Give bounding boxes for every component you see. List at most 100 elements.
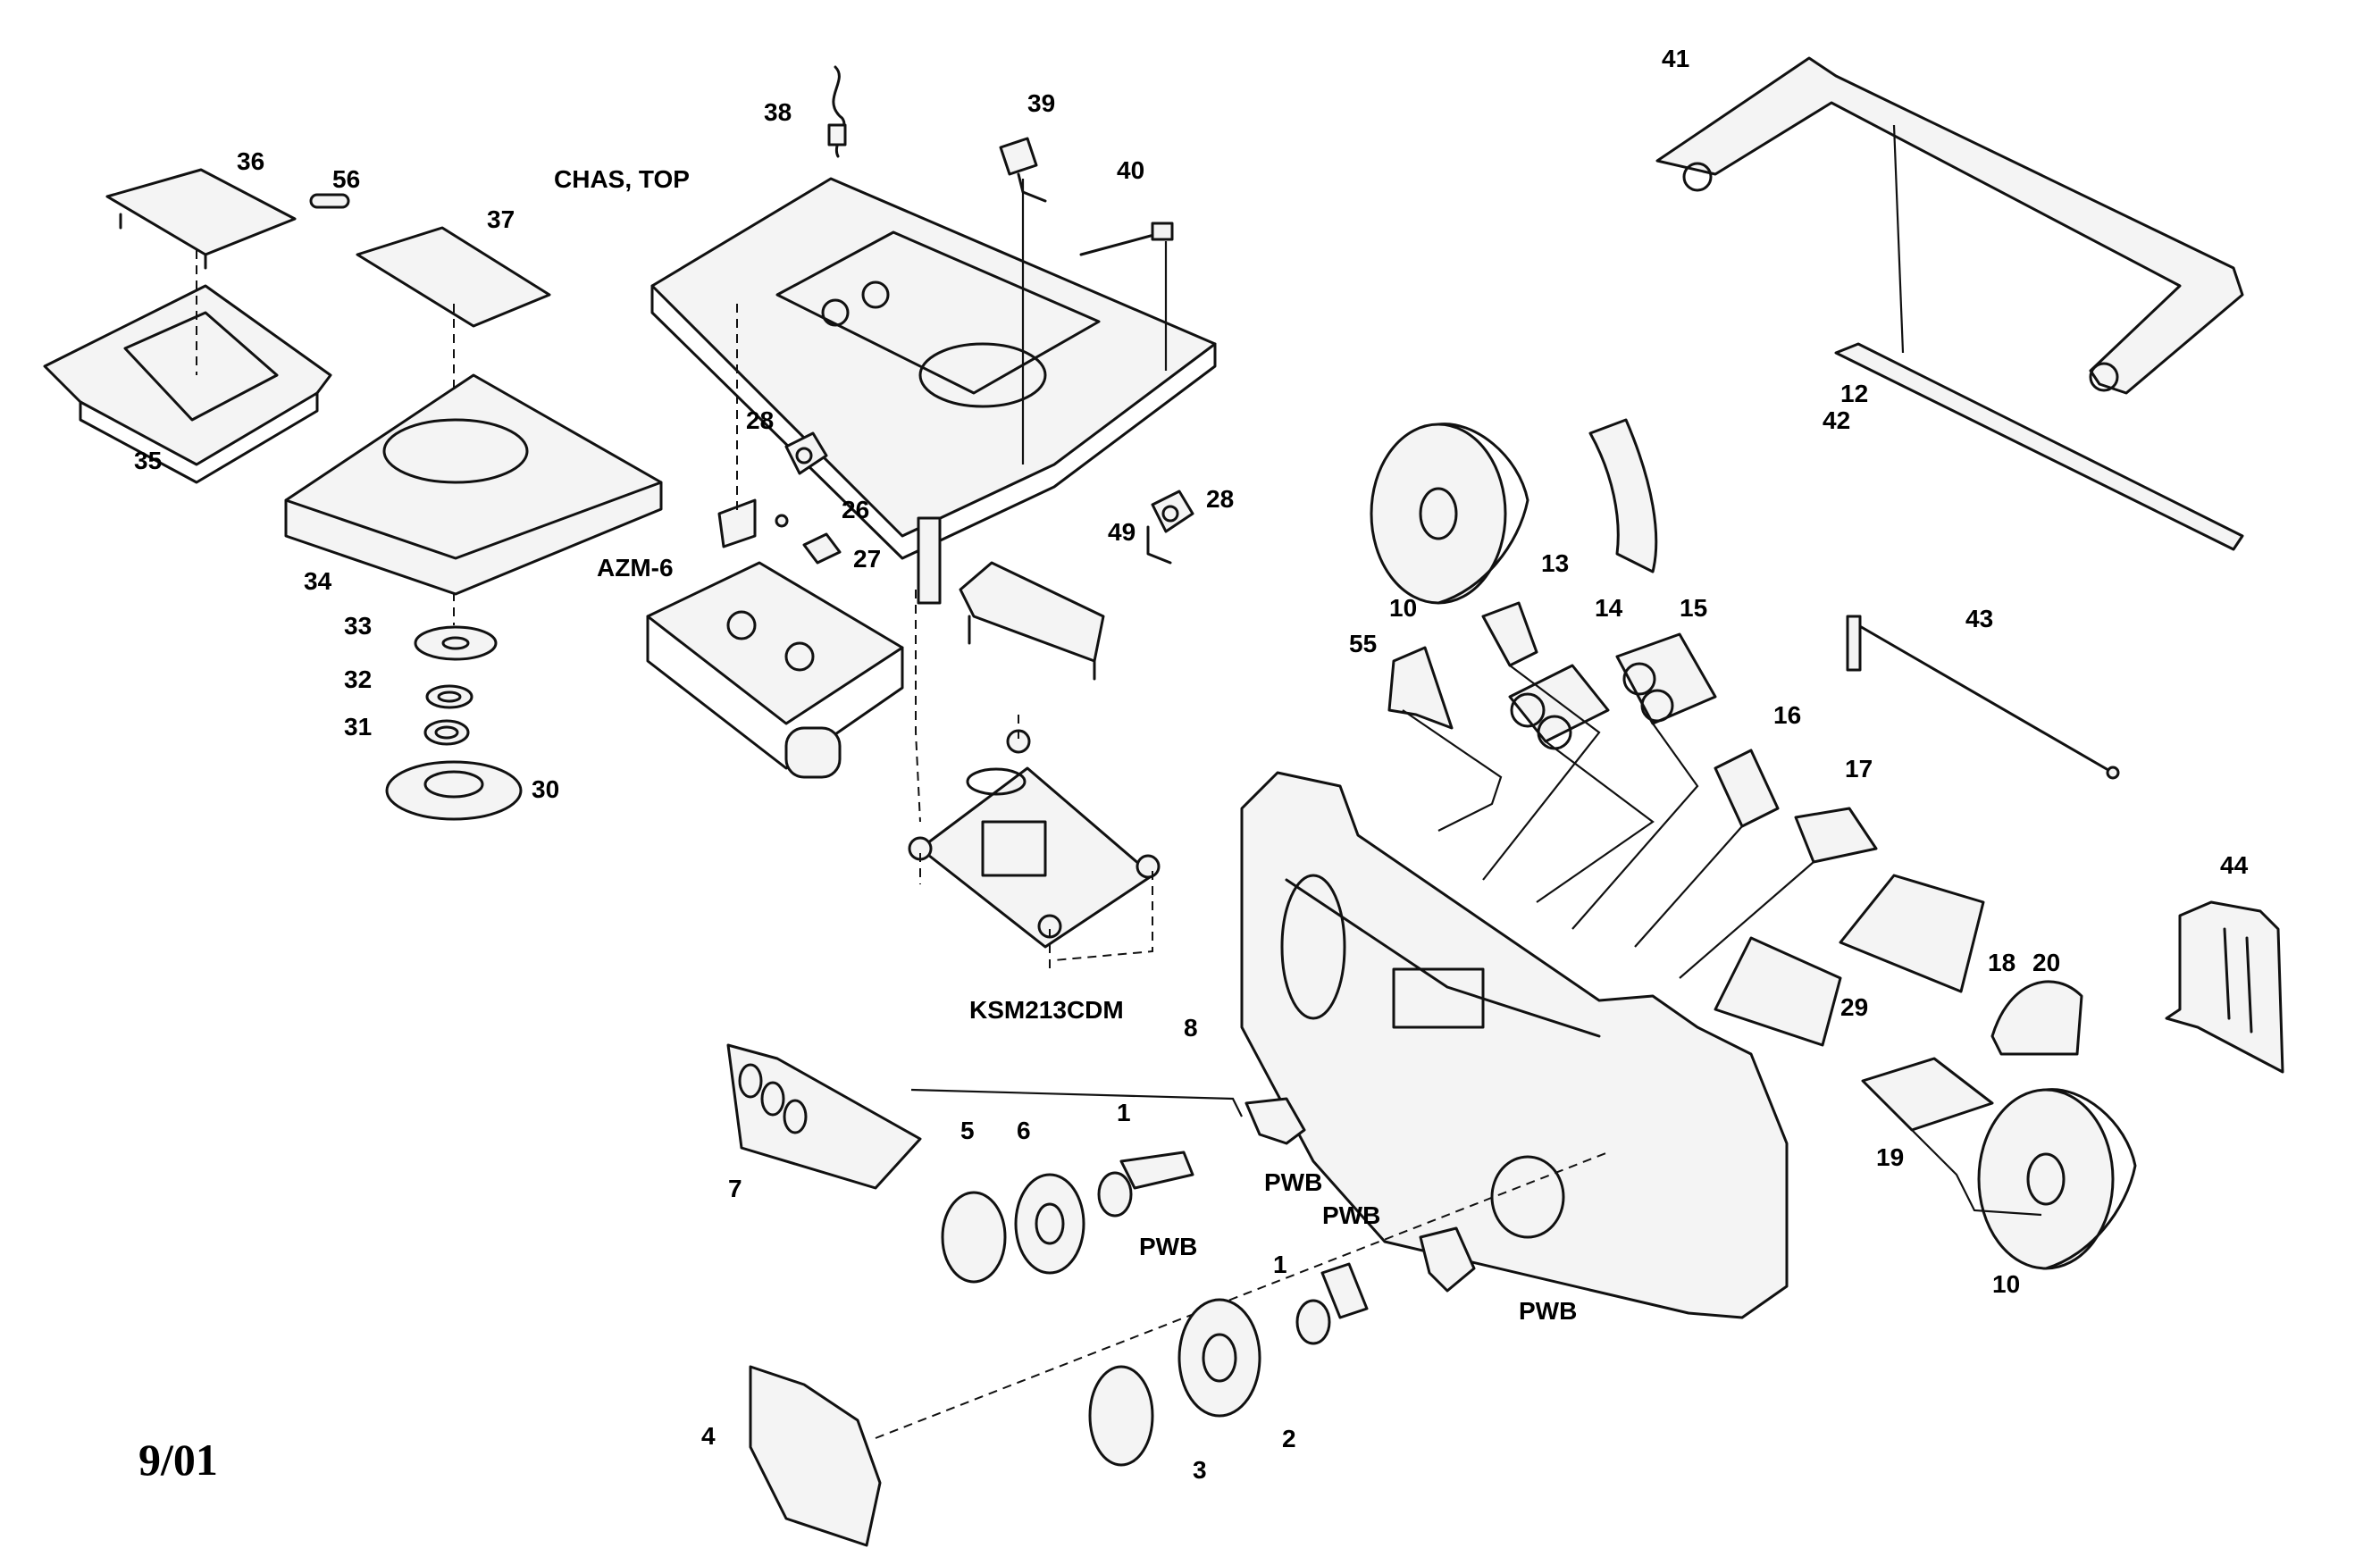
part-28-right-terminal bbox=[1146, 490, 1194, 565]
part-29-button-panel bbox=[1714, 936, 1842, 1047]
label-38: 38 bbox=[764, 98, 792, 126]
label-13: 13 bbox=[1541, 549, 1569, 577]
part-2-tweeter bbox=[1177, 1298, 1261, 1418]
part-35-tape-door-frame bbox=[43, 284, 332, 484]
leader-14 bbox=[1536, 741, 1655, 903]
part-55-lever bbox=[1387, 646, 1454, 730]
pwb-board-mid bbox=[1320, 1262, 1369, 1319]
label-12: 12 bbox=[1840, 380, 1868, 407]
part-17-button bbox=[1794, 807, 1878, 864]
leader-7 bbox=[910, 1088, 1243, 1117]
label-49: 49 bbox=[1108, 518, 1136, 546]
pwb-board-left bbox=[1119, 1151, 1194, 1190]
part-15-button-group bbox=[1615, 632, 1717, 725]
part-20-knob-cover bbox=[1990, 980, 2083, 1056]
part-41-handle bbox=[1655, 56, 2244, 395]
label-33: 33 bbox=[344, 612, 372, 640]
label-2: 2 bbox=[1282, 1425, 1296, 1452]
part-31-washer bbox=[423, 719, 470, 746]
label-ksm213cdm: KSM213CDM bbox=[969, 996, 1124, 1024]
label-31: 31 bbox=[344, 713, 372, 741]
part-16-button bbox=[1714, 749, 1780, 828]
part-10-right-speaker bbox=[1977, 1088, 2137, 1270]
label-3: 3 bbox=[1193, 1456, 1207, 1484]
label-30: 30 bbox=[532, 775, 559, 803]
label-18: 18 bbox=[1988, 949, 2015, 976]
part-28-left-terminal bbox=[784, 431, 828, 475]
label-37: 37 bbox=[487, 205, 515, 233]
leader-41 bbox=[1892, 124, 1905, 354]
pwb-board-center bbox=[1244, 1097, 1306, 1145]
label-32: 32 bbox=[344, 665, 372, 693]
ksm213cdm-cd-pickup bbox=[908, 729, 1161, 949]
azm6-tape-mechanism bbox=[646, 561, 904, 779]
leader-4 bbox=[875, 1151, 1609, 1439]
part-18-button-panel bbox=[1839, 874, 1985, 993]
label-27: 27 bbox=[853, 545, 881, 573]
label-36: 36 bbox=[237, 147, 264, 175]
part-6-tweeter-housing bbox=[1014, 1173, 1085, 1275]
revision-date: 9/01 bbox=[138, 1435, 218, 1485]
part-32-washer bbox=[425, 684, 473, 709]
label-1-lower: 1 bbox=[1273, 1251, 1287, 1278]
label-19: 19 bbox=[1876, 1143, 1904, 1171]
label-40: 40 bbox=[1117, 156, 1144, 184]
leader-ksm bbox=[919, 715, 1153, 969]
part-44-battery-cover bbox=[2165, 900, 2284, 1074]
label-44: 44 bbox=[2220, 851, 2249, 879]
part-36-window bbox=[105, 168, 297, 270]
label-35: 35 bbox=[134, 447, 162, 474]
label-5: 5 bbox=[960, 1117, 975, 1144]
part-13-lever bbox=[1481, 601, 1538, 667]
label-pwb-left: PWB bbox=[1139, 1233, 1197, 1260]
part-3-grille bbox=[1088, 1365, 1154, 1467]
label-28-left: 28 bbox=[746, 406, 774, 434]
part-37-cd-window bbox=[356, 226, 551, 328]
label-42: 42 bbox=[1823, 406, 1850, 434]
part-12-speaker-bracket bbox=[1588, 418, 1658, 573]
leader-13 bbox=[1482, 665, 1601, 881]
leader-49 bbox=[915, 590, 921, 823]
part-1-upper-ring bbox=[1097, 1171, 1133, 1218]
chassis-top bbox=[650, 177, 1217, 560]
label-16: 16 bbox=[1773, 701, 1801, 729]
part-26-screw bbox=[775, 514, 789, 528]
label-17: 17 bbox=[1845, 755, 1873, 782]
part-39-switch bbox=[999, 137, 1047, 203]
label-28-right: 28 bbox=[1206, 485, 1234, 513]
chassis-post bbox=[917, 516, 942, 605]
part-19-switch-board bbox=[1861, 1057, 1994, 1132]
part-azm-bracket bbox=[717, 498, 757, 548]
part-43-antenna bbox=[1846, 615, 2120, 780]
label-56: 56 bbox=[332, 165, 360, 193]
label-7: 7 bbox=[728, 1175, 742, 1202]
label-10-upper: 10 bbox=[1389, 594, 1417, 622]
label-55: 55 bbox=[1349, 630, 1377, 657]
label-group: 36 56 37 35 34 33 32 31 30 CHAS, TOP 38 … bbox=[134, 45, 2249, 1484]
pwb-board-right bbox=[1419, 1226, 1476, 1293]
label-pwb-mid: PWB bbox=[1322, 1201, 1380, 1229]
label-14: 14 bbox=[1595, 594, 1623, 622]
label-1-upper: 1 bbox=[1117, 1099, 1131, 1126]
part-38-spring bbox=[827, 65, 847, 158]
part-4-side-panel bbox=[749, 1365, 882, 1547]
label-20: 20 bbox=[2032, 949, 2060, 976]
part-33-washer bbox=[414, 625, 498, 661]
label-chas-top: CHAS, TOP bbox=[554, 165, 690, 193]
label-6: 6 bbox=[1017, 1117, 1031, 1144]
leader-16 bbox=[1634, 825, 1743, 948]
label-4: 4 bbox=[701, 1422, 716, 1450]
label-26: 26 bbox=[842, 496, 869, 523]
part-10-left-speaker bbox=[1370, 423, 1529, 605]
label-pwb-center: PWB bbox=[1264, 1168, 1322, 1196]
label-34: 34 bbox=[304, 567, 332, 595]
part-30-turntable bbox=[385, 760, 523, 821]
part-27-bracket bbox=[802, 532, 842, 565]
label-pwb-right: PWB bbox=[1519, 1297, 1577, 1325]
leader-19 bbox=[1911, 1129, 2042, 1217]
part-7-button-panel bbox=[726, 1043, 922, 1190]
label-29: 29 bbox=[1840, 993, 1868, 1021]
label-15: 15 bbox=[1680, 594, 1707, 622]
part-40-spring bbox=[1079, 222, 1174, 256]
